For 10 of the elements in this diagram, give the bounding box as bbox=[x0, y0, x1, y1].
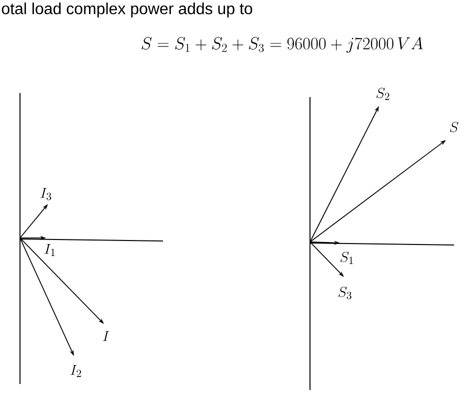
phasor-label: $S_1$ bbox=[340, 252, 353, 264]
phasor-label: $I$ bbox=[102, 331, 110, 341]
phasor-label: $S_2$ bbox=[376, 88, 390, 100]
phasor-label: $I_3$ bbox=[40, 188, 52, 200]
equation: $S = S_1 + S_2 + S_3 = 96000 + j72000\,VA$ bbox=[142, 36, 423, 53]
phasor-label: $S$ bbox=[450, 122, 458, 132]
phasor-label: $S_3$ bbox=[338, 286, 352, 300]
intro-text: otal load complex power adds up to bbox=[2, 2, 252, 18]
phasor-label: $I_1$ bbox=[44, 244, 55, 256]
phasor-label: $I_2$ bbox=[70, 365, 82, 377]
